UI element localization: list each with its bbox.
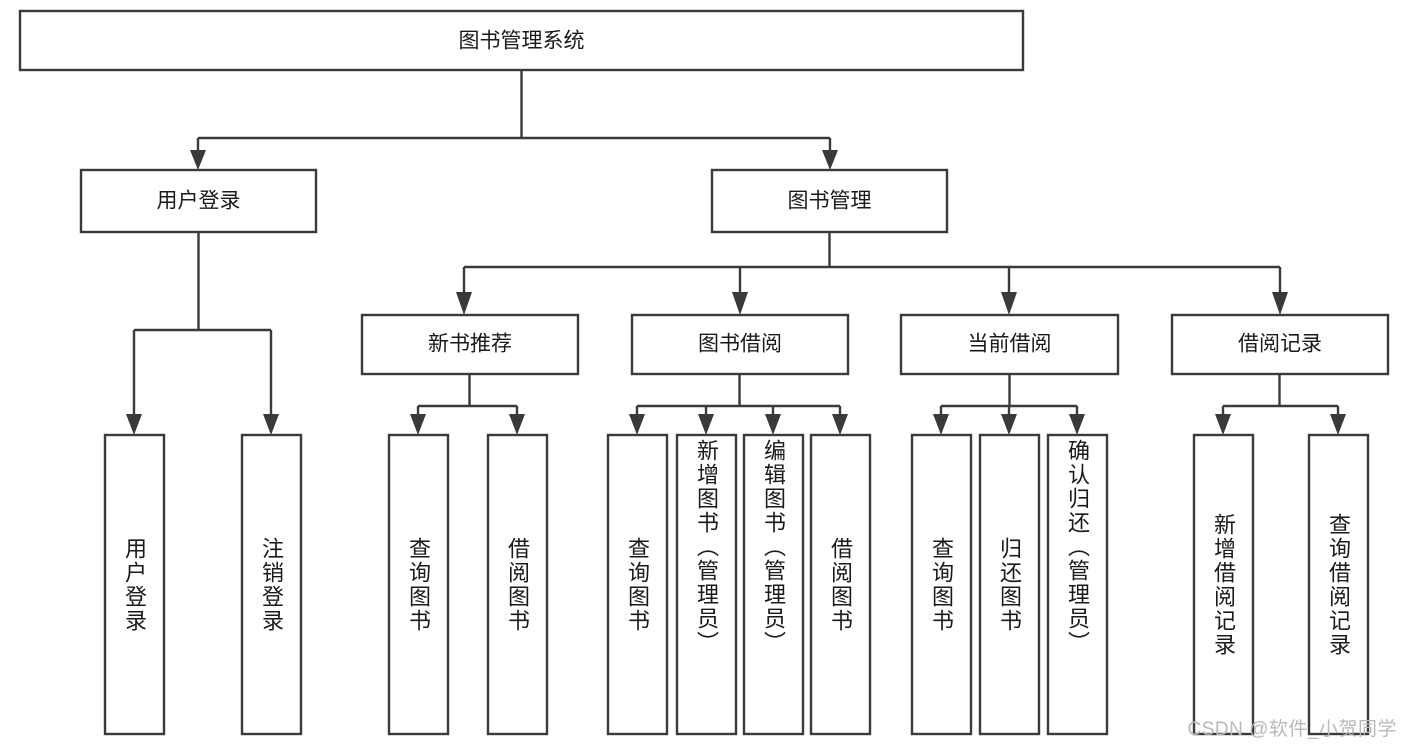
arrow-head-leaf-c2 (1001, 414, 1017, 435)
arrow-head-leaf-u1 (126, 414, 142, 435)
leaf-box-current-1[interactable] (978, 433, 1041, 736)
connector-layer (126, 70, 1346, 435)
leaf-box-borrow-3[interactable] (809, 433, 872, 736)
arrow-head-leaf-u2 (263, 414, 279, 435)
arrow-head-leaf-n2 (509, 414, 525, 435)
leaf-box-newbook-0[interactable] (387, 433, 450, 736)
leaf-box-record-1[interactable] (1307, 433, 1370, 736)
arrow-head-level3-2 (732, 292, 748, 315)
node-box-layer: 图书管理系统 用户登录 图书管理 新书推荐 图书借阅 当前借阅 借阅记录 (18, 9, 1390, 736)
node-level3-label-2: 当前借阅 (968, 333, 1052, 356)
node-level3-label-1: 图书借阅 (698, 333, 782, 356)
node-level2-box-0[interactable] (79, 168, 318, 234)
arrow-head-leaf-n1 (410, 414, 426, 435)
arrow-head-leaf-r2 (1330, 414, 1346, 435)
node-root-label: 图书管理系统 (459, 30, 585, 53)
csdn-watermark: CSDN @软件_小贺同学 (1187, 719, 1397, 740)
arrow-head-leaf-b3 (765, 414, 781, 435)
leaf-box-borrow-1[interactable] (675, 433, 738, 736)
arrow-head-level3-4 (1272, 292, 1288, 315)
node-level2-label-1: 图书管理 (788, 190, 872, 213)
node-level2-label-0: 用户登录 (157, 190, 241, 213)
arrow-head-leaf-c3 (1069, 414, 1085, 435)
node-level3-label-3: 借阅记录 (1238, 333, 1322, 356)
leaf-box-current-0[interactable] (910, 433, 973, 736)
node-level3-box-1[interactable] (630, 313, 850, 376)
arrow-head-leaf-c1 (933, 414, 949, 435)
node-level3-box-2[interactable] (899, 313, 1120, 376)
node-level3-box-3[interactable] (1170, 313, 1390, 376)
node-level3-label-0: 新书推荐 (428, 333, 512, 356)
leaf-box-user-0[interactable] (103, 433, 166, 736)
arrow-head-leaf-b4 (832, 414, 848, 435)
leaf-box-record-0[interactable] (1192, 433, 1255, 736)
arrow-head-level3-3 (1001, 292, 1017, 315)
leaf-box-borrow-0[interactable] (606, 433, 669, 736)
arrow-head-leaf-b2 (698, 414, 714, 435)
leaf-box-current-2[interactable] (1046, 433, 1109, 736)
arrow-head-leaf-b1 (629, 414, 645, 435)
arrow-head-level2-2 (822, 150, 838, 170)
leaf-box-user-1[interactable] (240, 433, 303, 736)
leaf-box-borrow-2[interactable] (742, 433, 805, 736)
node-root-box[interactable] (18, 9, 1025, 72)
arrow-head-level2-1 (190, 150, 206, 170)
node-level2-box-1[interactable] (710, 168, 949, 234)
arrow-head-leaf-r1 (1215, 414, 1231, 435)
leaf-box-newbook-1[interactable] (486, 433, 549, 736)
arrow-head-level3-1 (456, 292, 472, 315)
node-level3-box-0[interactable] (360, 313, 580, 376)
